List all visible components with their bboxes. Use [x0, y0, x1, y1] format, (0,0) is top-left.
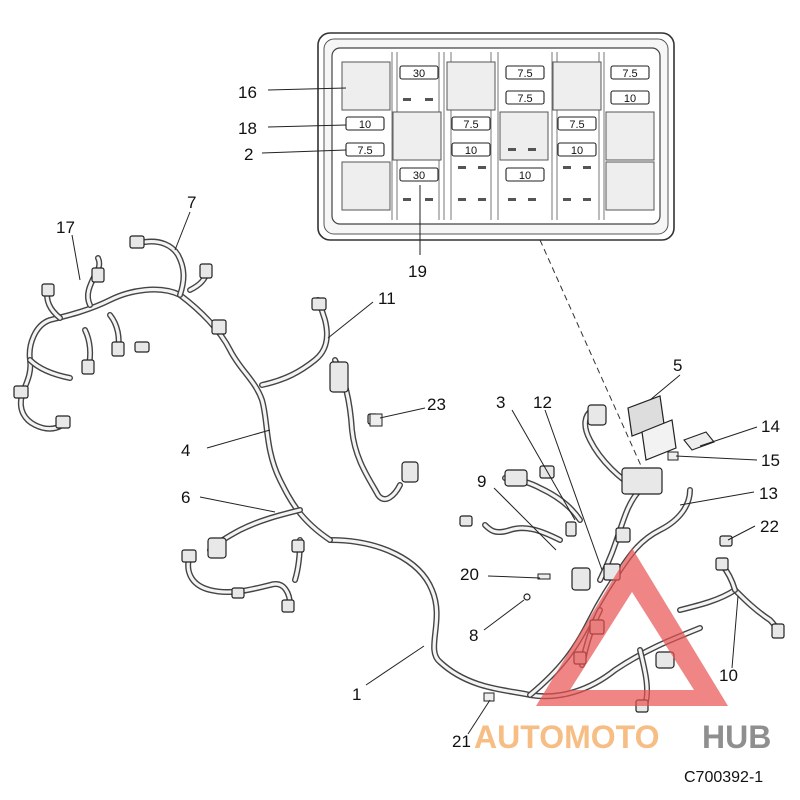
callout-16: 16	[238, 83, 257, 102]
svg-text:30: 30	[413, 68, 425, 80]
leader-lines	[71, 87, 758, 735]
callout-1: 1	[352, 685, 361, 704]
callout-3: 3	[496, 393, 505, 412]
callout-17: 17	[56, 218, 75, 237]
svg-text:AUTOMOTO: AUTOMOTO	[474, 719, 659, 755]
svg-text:7.5: 7.5	[517, 93, 532, 105]
fuse-f10: 10	[451, 142, 491, 157]
callout-11: 11	[378, 289, 396, 308]
fuse-f9: 7.5	[345, 142, 385, 157]
callout-10: 10	[719, 666, 738, 685]
callout-7: 7	[187, 193, 196, 212]
callout-23: 23	[427, 395, 446, 414]
callout-19: 19	[408, 262, 427, 281]
callout-6: 6	[181, 488, 190, 507]
svg-text:10: 10	[571, 145, 583, 157]
callout-5: 5	[673, 356, 682, 375]
fuse-f7: 7.5	[451, 116, 491, 131]
callout-4: 4	[181, 441, 190, 460]
svg-text:7.5: 7.5	[463, 119, 478, 131]
watermark-logo: AUTOMOTO HUB	[474, 548, 771, 755]
fuse-f12: 10	[505, 167, 545, 182]
callout-12: 12	[533, 393, 552, 412]
fuse-f8: 7.5	[557, 116, 597, 131]
callout-13: 13	[759, 484, 778, 503]
projection-dashed-line	[539, 239, 643, 469]
svg-text:7.5: 7.5	[357, 145, 372, 157]
callout-14: 14	[761, 417, 780, 436]
callout-8: 8	[469, 626, 478, 645]
relay-part-5	[627, 395, 677, 461]
fuse-f1: 30	[399, 65, 439, 80]
svg-text:10: 10	[465, 145, 477, 157]
callout-9: 9	[477, 472, 486, 491]
svg-text:10: 10	[359, 119, 371, 131]
fuse-box-inset: 30 7.5 7.5 7.5 10 10 7.5 7.5 7.5 10 10 1…	[317, 32, 675, 241]
fuse-f4: 7.5	[505, 90, 545, 105]
callout-22: 22	[760, 517, 779, 536]
connectors	[13, 235, 785, 713]
fuse-f6: 10	[345, 116, 385, 131]
svg-text:7.5: 7.5	[517, 68, 532, 80]
callout-20: 20	[460, 565, 479, 584]
fuse-f2: 7.5	[505, 65, 545, 80]
callout-18: 18	[238, 119, 257, 138]
svg-text:10: 10	[519, 170, 531, 182]
callout-21: 21	[452, 732, 471, 751]
fuse-f5: 10	[610, 90, 650, 105]
callout-labels: 1 2 3 4 5 6 7 8 9 10 11 12 13 14 15 16 1…	[56, 83, 780, 751]
fuse-f3: 7.5	[610, 65, 650, 80]
fuse-f14	[452, 168, 490, 181]
svg-text:7.5: 7.5	[622, 68, 637, 80]
callout-2: 2	[244, 145, 253, 164]
fuse-f11: 10	[557, 142, 597, 157]
fuse-f13: 30	[399, 167, 439, 182]
document-id: C700392-1	[684, 769, 763, 786]
callout-15: 15	[761, 451, 780, 470]
svg-text:10: 10	[624, 93, 636, 105]
svg-text:HUB: HUB	[702, 719, 771, 755]
svg-text:7.5: 7.5	[569, 119, 584, 131]
svg-text:30: 30	[413, 170, 425, 182]
